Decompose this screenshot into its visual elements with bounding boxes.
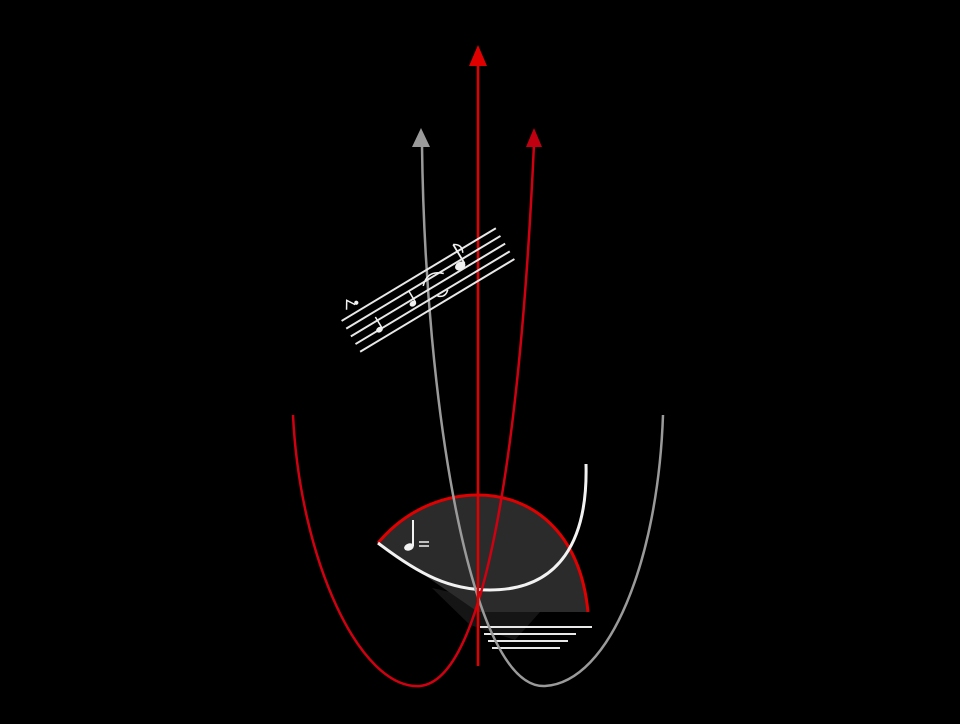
bottom-staff-lines bbox=[480, 626, 592, 649]
arrowhead-icon bbox=[526, 128, 542, 147]
accent-mark bbox=[345, 299, 356, 310]
white-crescent-arc bbox=[377, 463, 588, 592]
dark-wedge bbox=[378, 495, 588, 612]
staff-line bbox=[341, 227, 497, 322]
red-parabola-curve bbox=[291, 143, 536, 688]
note-stem bbox=[452, 244, 466, 264]
note-flag bbox=[453, 243, 464, 253]
staff-line bbox=[359, 258, 515, 353]
quarter-note-icon bbox=[404, 520, 429, 551]
tilted-music-staff bbox=[341, 227, 515, 353]
staff-line bbox=[345, 235, 502, 330]
arrowhead-icon bbox=[412, 128, 430, 147]
note-head bbox=[455, 261, 466, 271]
staff-line bbox=[350, 242, 506, 338]
tie-mark bbox=[437, 289, 449, 298]
tempo-note-head bbox=[404, 543, 414, 551]
note-stem bbox=[408, 290, 417, 303]
red-arc bbox=[376, 493, 590, 613]
dot-mark bbox=[354, 300, 359, 305]
slur bbox=[422, 272, 444, 287]
note-stem bbox=[374, 316, 383, 329]
note-head bbox=[409, 300, 417, 307]
arrowhead-icon bbox=[469, 45, 487, 66]
gray-parabola-curve bbox=[420, 144, 665, 688]
